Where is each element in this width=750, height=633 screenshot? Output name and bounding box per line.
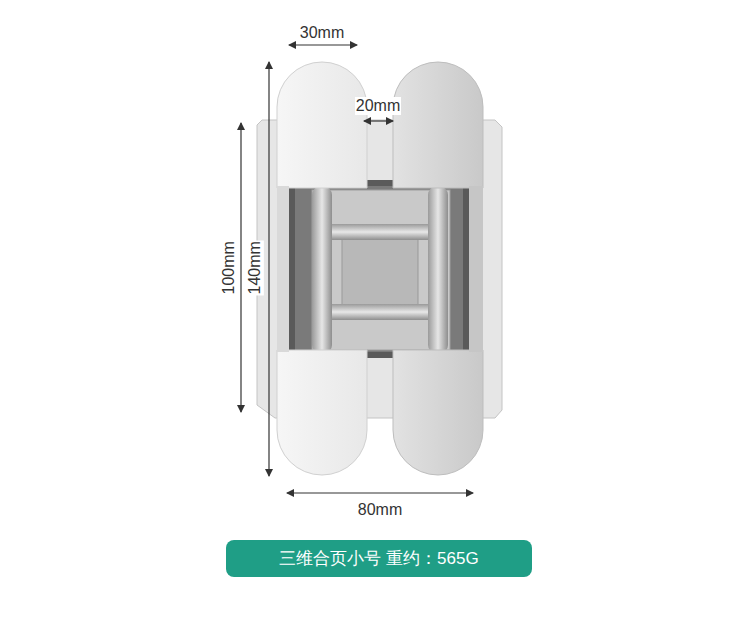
caption-pill: 三维合页小号 重约：565G (226, 540, 532, 577)
dimension-label: 20mm (355, 97, 401, 115)
dimension-label: 30mm (299, 24, 345, 42)
dimension-label: 100mm (220, 240, 238, 295)
caption-text: 三维合页小号 重约：565G (279, 547, 478, 570)
dimension-label: 80mm (357, 501, 403, 519)
dimension-label: 140mm (246, 240, 264, 295)
